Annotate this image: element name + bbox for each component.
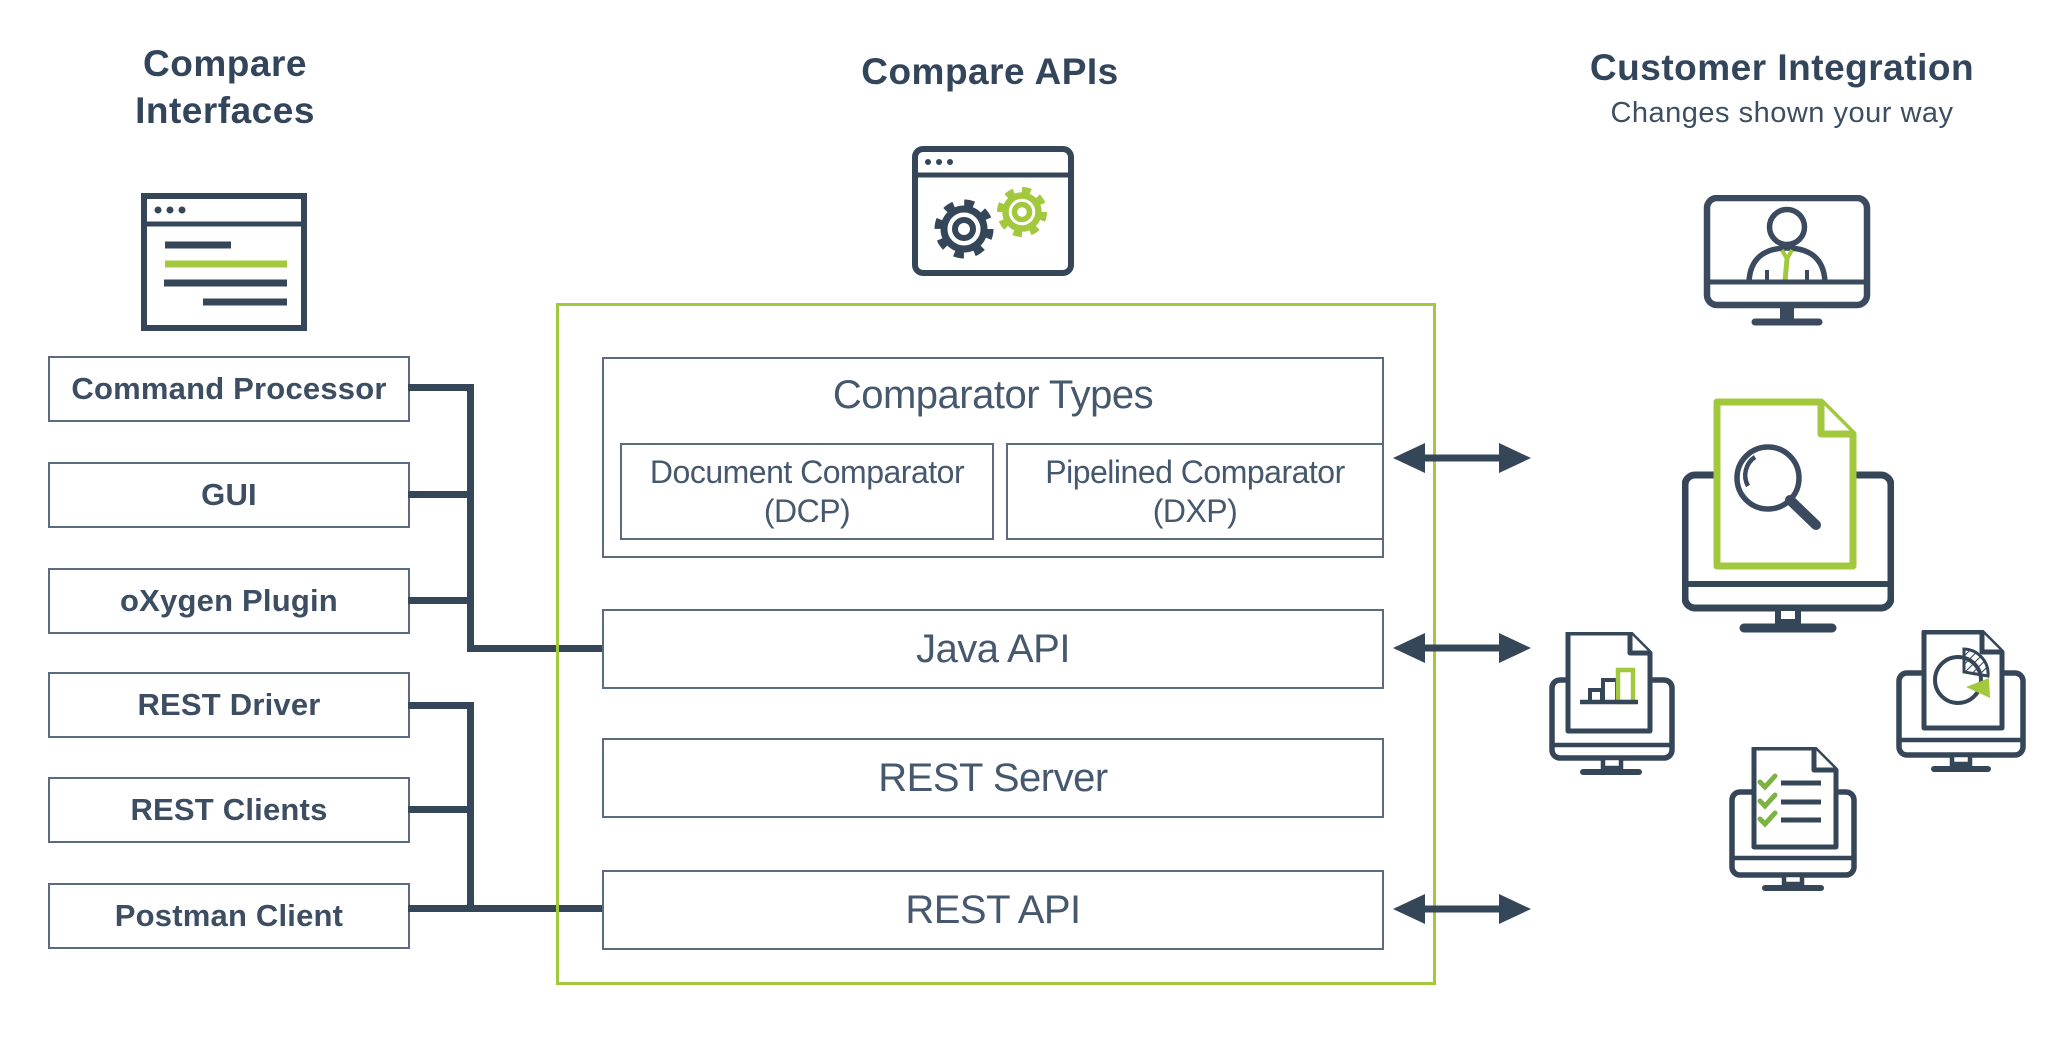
- connector-to-rest-api: [467, 905, 604, 912]
- connector-stub-command-processor: [408, 384, 474, 391]
- customer-heading: Customer Integration: [1532, 44, 2032, 91]
- pipelined-comparator-label: Pipelined Comparator: [1045, 453, 1345, 490]
- double-arrow-rest-api-icon: [1393, 894, 1531, 924]
- box-java-api: Java API: [602, 609, 1384, 689]
- compare-apis-frame: [556, 303, 1436, 985]
- box-command-processor: Command Processor: [48, 356, 410, 422]
- customer-subtitle: Changes shown your way: [1532, 96, 2032, 130]
- interfaces-heading-line1: Compare: [143, 43, 307, 84]
- document-comparator-label: Document Comparator: [649, 453, 965, 490]
- interfaces-heading-line2: Interfaces: [135, 90, 315, 131]
- customer-subtitle-text: Changes shown your way: [1610, 97, 1954, 129]
- connector-stub-oxygen: [408, 597, 474, 604]
- document-comparator-abbr: (DCP): [763, 492, 851, 529]
- rest-server-label: REST Server: [878, 755, 1108, 800]
- box-rest-server: REST Server: [602, 738, 1384, 818]
- connector-trunk-lower: [467, 702, 474, 912]
- green-gear-icon: [997, 187, 1047, 237]
- gears-browser-icon: [912, 146, 1074, 276]
- box-gui: GUI: [48, 462, 410, 528]
- double-arrow-comparator-icon: [1393, 443, 1531, 473]
- interfaces-heading: Compare Interfaces: [30, 40, 420, 134]
- apis-heading-text: Compare APIs: [861, 51, 1119, 92]
- box-rest-driver-label: REST Driver: [137, 687, 321, 722]
- double-arrow-java-api-icon: [1393, 633, 1531, 663]
- checklist-monitor-icon: [1729, 747, 1857, 891]
- pipelined-comparator-abbr: (DXP): [1152, 492, 1238, 529]
- box-rest-clients-label: REST Clients: [130, 792, 328, 827]
- box-rest-api: REST API: [602, 870, 1384, 950]
- barchart-monitor-icon: [1549, 632, 1675, 775]
- box-command-processor-label: Command Processor: [71, 371, 387, 406]
- box-postman-client-label: Postman Client: [114, 898, 344, 933]
- connector-stub-rest-clients: [408, 806, 474, 813]
- box-oxygen-plugin-label: oXygen Plugin: [120, 583, 338, 618]
- connector-stub-postman: [408, 905, 474, 912]
- box-gui-label: GUI: [201, 477, 257, 512]
- magnifier-icon: [1734, 444, 1821, 530]
- person-monitor-icon: [1703, 195, 1871, 326]
- box-document-comparator: Document Comparator (DCP): [620, 443, 994, 540]
- box-rest-driver: REST Driver: [48, 672, 410, 738]
- dark-gear-icon: [934, 199, 994, 259]
- rest-api-label: REST API: [905, 887, 1081, 932]
- comparator-types-label: Comparator Types: [832, 373, 1154, 417]
- connector-trunk-upper: [467, 384, 474, 652]
- box-rest-clients: REST Clients: [48, 777, 410, 843]
- document-search-monitor-icon: [1682, 398, 1894, 633]
- box-oxygen-plugin: oXygen Plugin: [48, 568, 410, 634]
- piechart-monitor-icon: [1896, 630, 2026, 772]
- customer-heading-text: Customer Integration: [1589, 47, 1975, 88]
- box-postman-client: Postman Client: [48, 883, 410, 949]
- box-pipelined-comparator: Pipelined Comparator (DXP): [1006, 443, 1384, 540]
- browser-window-icon: [141, 193, 307, 331]
- connector-stub-rest-driver: [408, 702, 474, 709]
- connector-to-java-api: [467, 645, 604, 652]
- java-api-label: Java API: [916, 626, 1070, 671]
- apis-heading: Compare APIs: [790, 48, 1190, 95]
- connector-stub-gui: [408, 491, 474, 498]
